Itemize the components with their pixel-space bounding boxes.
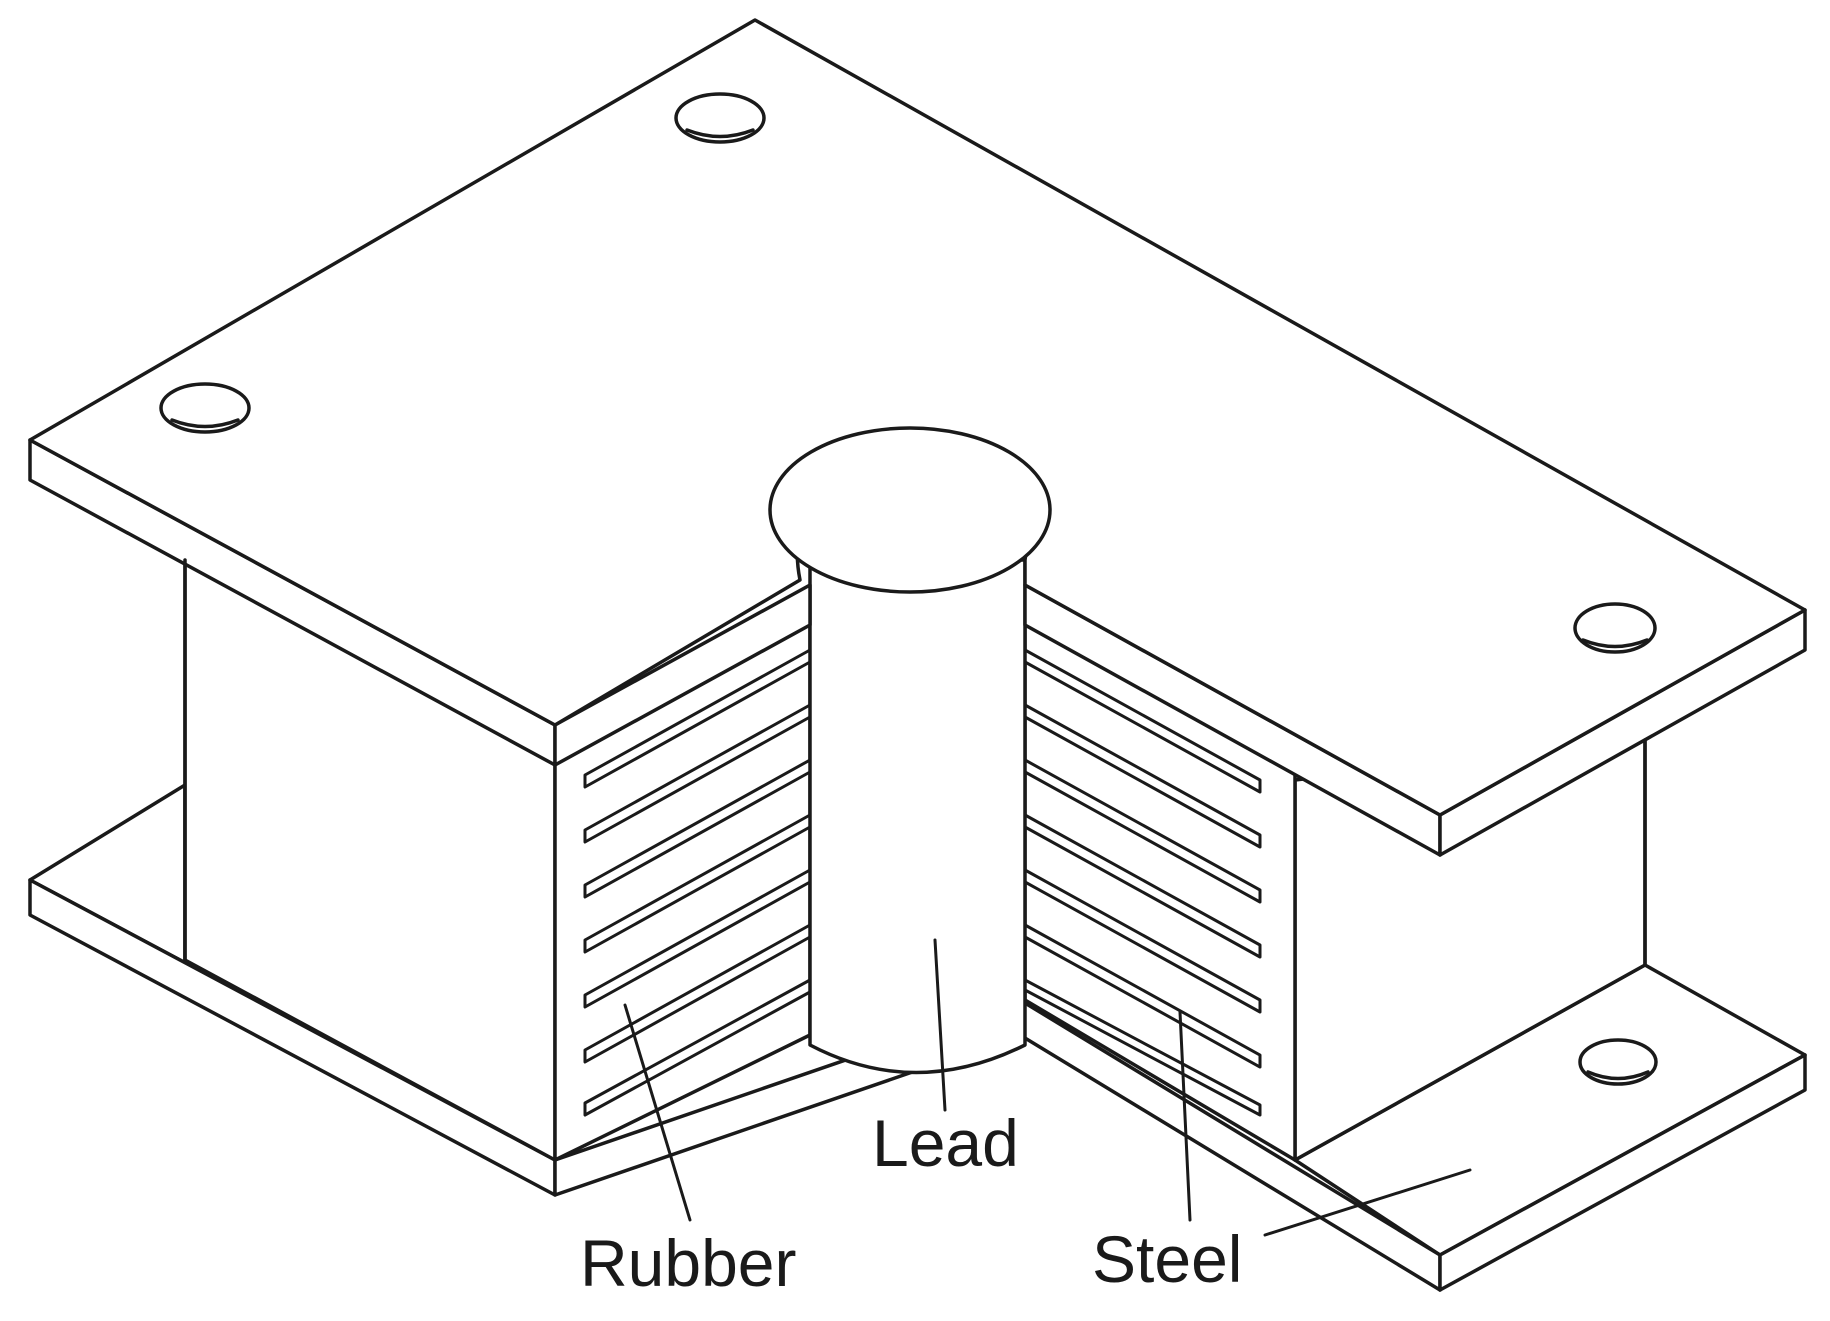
leader-rubber xyxy=(623,1003,692,1222)
bolt-hole-top-right-inner xyxy=(1581,638,1649,649)
bolt-hole-top-right xyxy=(1573,602,1657,654)
label-rubber: Rubber xyxy=(580,1226,796,1300)
lead-core-cylinder xyxy=(808,558,1027,1075)
bolt-hole-top-back-inner xyxy=(685,128,755,139)
bolt-hole-bottom-right xyxy=(1578,1038,1658,1086)
label-lead: Lead xyxy=(872,1106,1019,1180)
leader-lines xyxy=(623,938,1472,1237)
top-plate-edge-cutaway-left xyxy=(553,583,812,767)
leader-steel-shim xyxy=(1178,1010,1192,1222)
bolt-hole-top-back xyxy=(674,92,766,144)
bottom-plate xyxy=(28,783,1807,1292)
bolt-hole-bottom-right-inner xyxy=(1586,1070,1650,1081)
bolt-hole-top-left xyxy=(159,382,251,434)
leader-steel-plate xyxy=(1263,1168,1472,1237)
bottom-plate-front-edge-right xyxy=(1438,1053,1807,1292)
top-plate xyxy=(28,18,1807,857)
lead-core-top-cap xyxy=(768,426,1052,594)
leader-lead xyxy=(933,938,947,1112)
bolt-hole-top-left-inner xyxy=(170,418,240,429)
label-steel: Steel xyxy=(1092,1222,1242,1296)
